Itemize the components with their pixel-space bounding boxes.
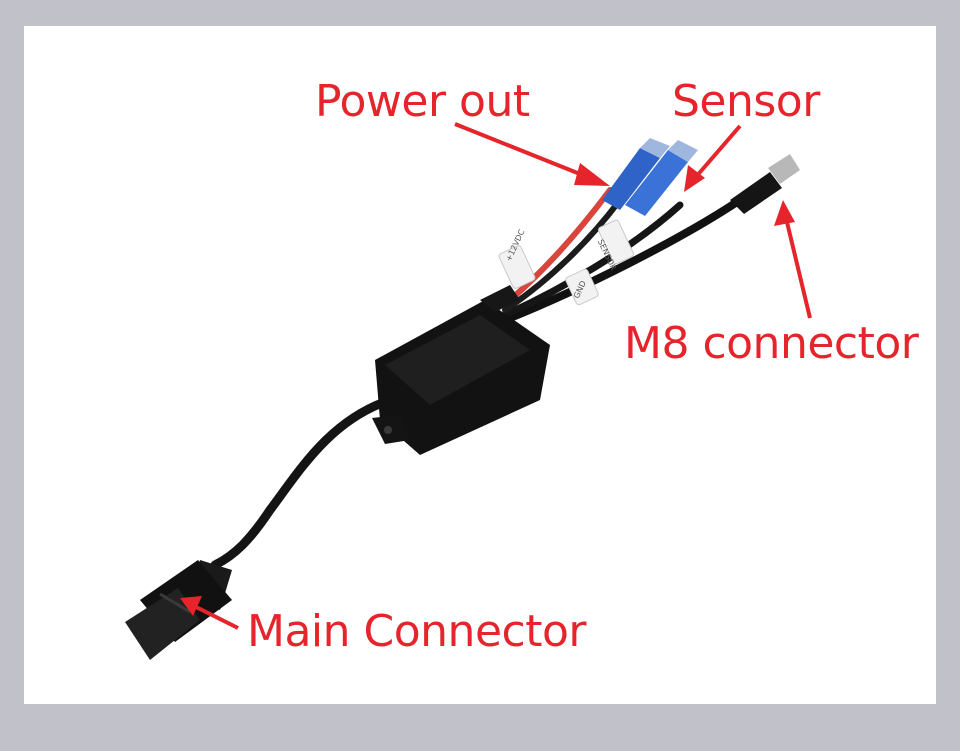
main-connector: [125, 560, 232, 660]
callout-arrows: [180, 122, 812, 630]
control-box: [372, 285, 550, 455]
tag-12vdc: [498, 245, 536, 289]
power-out-terminals: [602, 138, 698, 216]
m8-connector-head: [730, 154, 800, 214]
sensor-cable: [501, 201, 684, 319]
label-power-out: Power out: [315, 76, 530, 127]
red-wire: [507, 187, 613, 303]
label-sensor: Sensor: [672, 76, 820, 127]
label-m8-connector: M8 connector: [624, 318, 919, 369]
m8-cable: [501, 196, 744, 324]
tag-sensor: [598, 219, 634, 265]
gnd-cable: [502, 197, 623, 313]
tag-gnd: [565, 268, 599, 306]
label-main-connector: Main Connector: [247, 606, 586, 657]
main-cable: [210, 395, 395, 570]
